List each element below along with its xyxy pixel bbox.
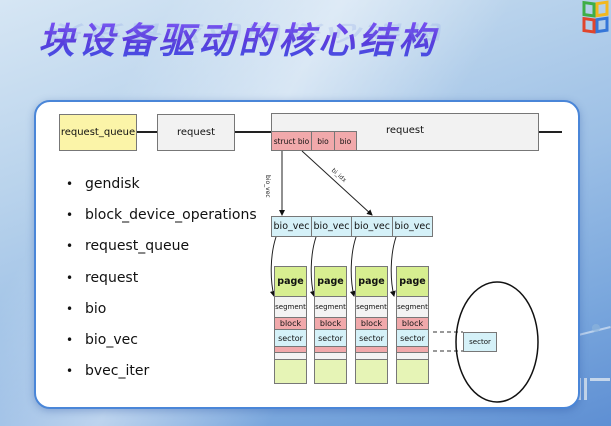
bio-cell-label: struct bio <box>273 136 310 146</box>
connector-line <box>137 131 157 133</box>
logo-icon <box>582 0 609 34</box>
sector-cell-label: sector <box>400 333 425 343</box>
request-box: request <box>157 114 235 151</box>
page-link-arrow <box>349 236 357 297</box>
sector-cell: sector <box>274 329 307 347</box>
page-cell-label: page <box>277 276 304 287</box>
page-cell-label: page <box>317 276 344 287</box>
block-cell-label: block <box>279 319 302 328</box>
segment-cell: segment <box>314 296 347 318</box>
decorative-dot <box>592 324 600 332</box>
segment-cell-label: segment <box>356 303 387 311</box>
segment-cell-label: segment <box>315 303 346 311</box>
tail-cell <box>355 359 388 384</box>
list-item-label: bio_vec <box>85 331 138 348</box>
bio-vec-cell: bio_vec <box>311 216 352 237</box>
list-item: •bio_vec <box>66 331 138 348</box>
request-label: request <box>176 127 215 138</box>
list-item: •bvec_iter <box>66 363 150 380</box>
bio-vec-arrow-label: bio_vec <box>264 175 271 198</box>
segment-cell: segment <box>396 296 429 318</box>
list-item: •block_device_operations <box>66 207 257 224</box>
sector-cell: sector <box>355 329 388 347</box>
bio-vec-label: bio_vec <box>354 221 390 232</box>
page-cell: page <box>314 266 347 297</box>
bio-cell-label: bio <box>339 136 352 146</box>
sector-cell: sector <box>314 329 347 347</box>
list-item-label: bio <box>85 300 107 317</box>
tail-cell <box>274 359 307 384</box>
list-item: •request <box>66 269 139 286</box>
segment-cell: segment <box>274 296 307 318</box>
list-item: •bio <box>66 300 107 317</box>
tail-cell <box>314 359 347 384</box>
block-cell-label: block <box>319 319 342 328</box>
request-queue-label: request_queue <box>60 127 136 138</box>
segment-cell-label: segment <box>275 303 306 311</box>
sector-cell: sector <box>396 329 429 347</box>
segment-cell: segment <box>355 296 388 318</box>
bio-vec-cell: bio_vec <box>271 216 312 237</box>
request-queue-box: request_queue <box>59 114 137 151</box>
structure-list: •gendisk •block_device_operations •reque… <box>66 174 257 392</box>
list-item: •request_queue <box>66 238 190 255</box>
block-cell-label: block <box>401 319 424 328</box>
list-item-label: gendisk <box>85 176 140 192</box>
zoom-sector-label: sector <box>469 338 491 346</box>
bio-vec-cell: bio_vec <box>351 216 393 237</box>
list-item: •gendisk <box>66 176 140 192</box>
bio-vec-cell: bio_vec <box>392 216 433 237</box>
zoom-ellipse <box>455 281 539 403</box>
list-item-label: request <box>85 269 139 286</box>
block-cell-label: block <box>360 319 383 328</box>
request-label: request <box>385 125 424 136</box>
page-cell: page <box>355 266 388 297</box>
page-cell: page <box>396 266 429 297</box>
bio-cell-label: bio <box>317 136 329 146</box>
bio-vec-label: bio_vec <box>273 221 310 232</box>
list-item-label: block_device_operations <box>85 207 257 224</box>
sector-cell-label: sector <box>318 333 343 343</box>
bio-vec-label: bio_vec <box>394 221 431 232</box>
tail-cell <box>396 359 429 384</box>
page-cell: page <box>274 266 307 297</box>
bio-cell: bio <box>334 131 357 151</box>
page-cell-label: page <box>358 276 385 287</box>
bio-vec-label: bio_vec <box>313 221 350 232</box>
connector-line <box>539 131 562 133</box>
page-link-arrow <box>269 236 277 297</box>
connector-line <box>235 131 271 133</box>
page-cell-label: page <box>399 276 426 287</box>
sector-cell-label: sector <box>278 333 303 343</box>
page-link-arrow <box>309 236 317 297</box>
sector-cell-label: sector <box>359 333 384 343</box>
segment-cell-label: segment <box>397 303 428 311</box>
list-item-label: request_queue <box>85 238 190 255</box>
list-item-label: bvec_iter <box>85 363 150 380</box>
zoom-sector-box: sector <box>463 332 497 352</box>
content-card <box>34 100 580 409</box>
bi-idx-arrow <box>301 150 373 216</box>
page-link-arrow <box>389 236 397 297</box>
